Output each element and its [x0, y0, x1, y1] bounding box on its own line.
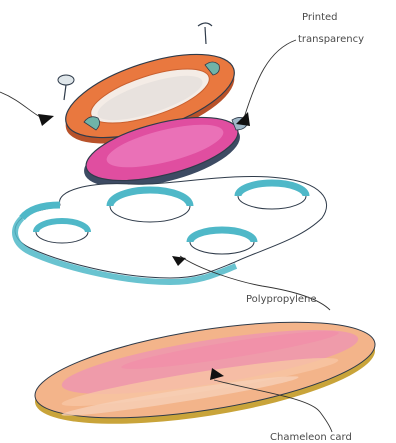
- chameleon-card-label: Chameleon card: [270, 432, 352, 443]
- chameleon-card: [29, 304, 381, 443]
- pin-icon: [58, 75, 74, 100]
- pin-icon: [198, 23, 212, 44]
- printed-transparency-label-line2: transparency: [298, 34, 364, 45]
- polypropylene-sheet: [15, 176, 327, 282]
- printed-transparency-label-line1: Printed: [302, 12, 338, 23]
- arrow-icon: [38, 114, 54, 126]
- polypropylene-label: Polypropylene: [246, 294, 317, 305]
